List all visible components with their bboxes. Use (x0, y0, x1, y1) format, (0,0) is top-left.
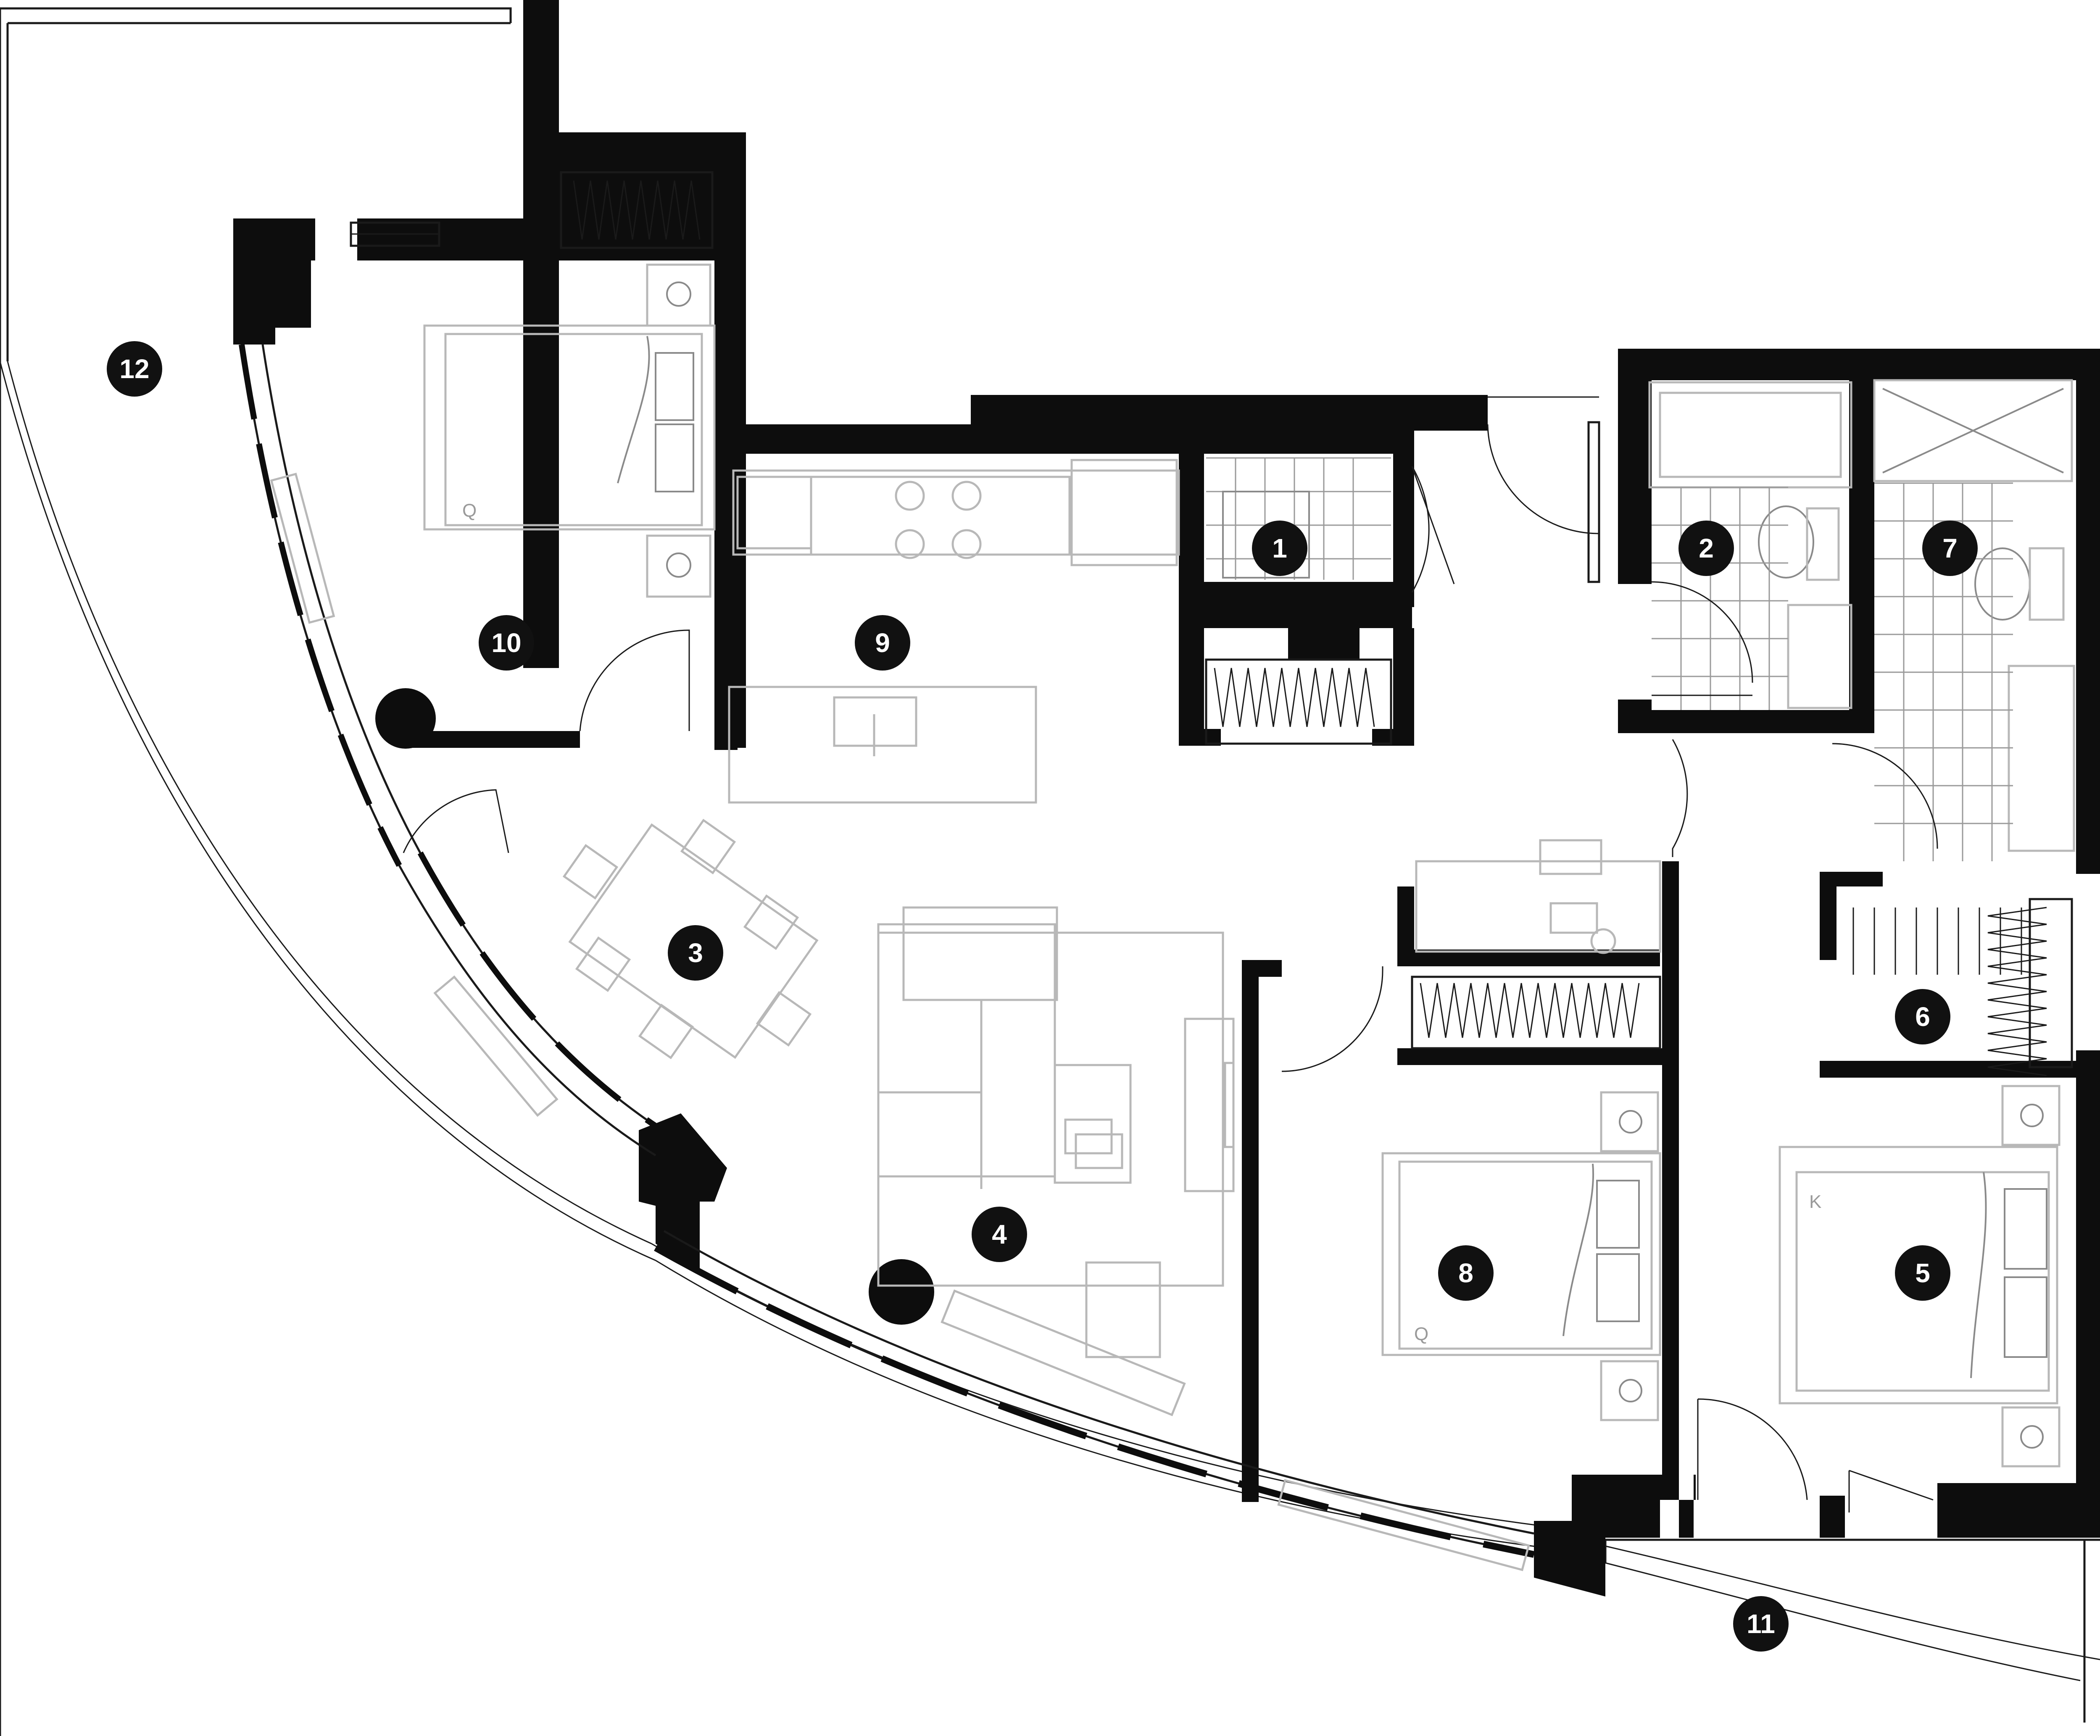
closet-top-left (560, 171, 714, 249)
bed-tag-room-8: Q (1414, 1324, 1428, 1344)
kitchen-counters (728, 459, 1180, 804)
room-badge-8: 8 (1438, 1245, 1494, 1301)
walls (233, 0, 2100, 1597)
room-label-2: 2 (1699, 533, 1714, 563)
room-badge-12: 12 (107, 341, 162, 397)
room-label-12: 12 (119, 354, 149, 384)
doors (403, 629, 1934, 1512)
room-label-11: 11 (1747, 1609, 1775, 1639)
bathroom-7-fixtures (1832, 379, 2075, 861)
window-top (350, 221, 440, 247)
room-badge-5: 5 (1895, 1245, 1950, 1301)
room-label-5: 5 (1915, 1258, 1930, 1288)
bed-tag-room-10: Q (462, 500, 477, 521)
closet-bedroom-8 (1411, 976, 1661, 1049)
room-label-10: 10 (491, 628, 521, 658)
room-badge-11: 11 (1733, 1596, 1789, 1652)
room-label-9: 9 (875, 628, 890, 658)
room-badge-7: 7 (1922, 521, 1978, 576)
room-label-6: 6 (1915, 1002, 1930, 1032)
room-label-1: 1 (1272, 533, 1287, 563)
room-label-4: 4 (992, 1219, 1007, 1249)
tile-grid-2 (1652, 487, 1788, 710)
window-wall-left (239, 344, 670, 1157)
room-badge-4: 4 (972, 1207, 1027, 1262)
door-room-1 (1411, 466, 1455, 593)
tile-grid-1 (1206, 457, 1391, 580)
room-badge-9: 9 (855, 615, 910, 671)
desk (1415, 839, 1661, 954)
closet-6 (1852, 898, 2073, 1076)
facade-curve (651, 1243, 2100, 1681)
room-badge-3: 3 (668, 925, 723, 981)
bed-room-5 (1779, 1085, 2060, 1468)
room-badge-10: 10 (479, 615, 534, 671)
room-label-8: 8 (1458, 1258, 1473, 1288)
bed-tag-room-5: K (1809, 1192, 1821, 1212)
dining-table (562, 818, 819, 1060)
bed-room-10 (423, 263, 716, 598)
entry-door (1487, 396, 1600, 583)
room-badge-1: 1 (1252, 521, 1307, 576)
window-wall-bottom (654, 1230, 1535, 1558)
bed-room-8 (1381, 1091, 1661, 1421)
closet-room-1 (1205, 658, 1392, 745)
room-badge-6: 6 (1895, 989, 1950, 1044)
room-label-3: 3 (688, 938, 703, 968)
room-label-7: 7 (1942, 533, 1958, 563)
balcony-12-outline (0, 7, 656, 1736)
window-benches (270, 473, 1530, 1571)
balcony-11-outline (1604, 1539, 2100, 1723)
room-badge-2: 2 (1678, 521, 1734, 576)
living-furniture (877, 906, 1235, 1416)
